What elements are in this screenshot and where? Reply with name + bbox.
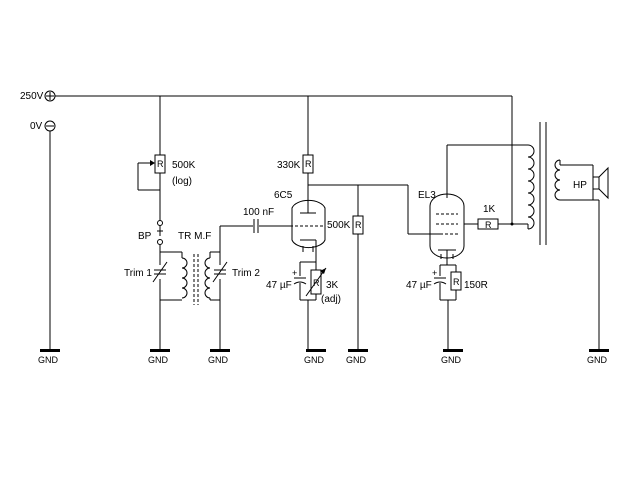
label-1k: 1K (483, 204, 496, 215)
label-330k: 330K (277, 160, 301, 171)
label-150r: 150R (464, 280, 488, 291)
label-250v: 250V (20, 91, 44, 102)
svg-text:R: R (313, 278, 320, 288)
label-3k-note: (adj) (321, 294, 341, 305)
power-rail-250v: 250V (20, 90, 512, 102)
switch-bp: BP (138, 220, 163, 252)
svg-text:+: + (292, 268, 297, 278)
label-0v: 0V (30, 121, 43, 132)
label-trim1: Trim 1 (124, 268, 152, 279)
gnd-grid-leak: GND (346, 349, 368, 365)
interstage-network: R 500K (308, 184, 440, 350)
svg-text:GND: GND (38, 355, 59, 365)
label-hp: HP (573, 180, 587, 191)
svg-text:R: R (305, 159, 312, 169)
ground-symbols: GND GND GND GND GND GND GND (38, 349, 609, 365)
speaker-hp: HP (573, 165, 609, 350)
gnd-trim2: GND (208, 349, 230, 365)
label-trmf: TR M.F (178, 231, 211, 242)
gnd-speaker: GND (587, 349, 609, 365)
output-transformer (527, 122, 593, 245)
svg-text:R: R (157, 159, 164, 169)
svg-text:R: R (355, 220, 362, 230)
svg-text:+: + (432, 268, 437, 278)
gnd-6c5: GND (304, 349, 326, 365)
svg-text:GND: GND (441, 355, 462, 365)
label-6c5: 6C5 (274, 190, 293, 201)
gnd-0v: GND (38, 349, 60, 365)
label-47uf-a: 47 µF (266, 280, 292, 291)
pot-value: 500K (172, 160, 196, 171)
label-el3: EL3 (418, 190, 436, 201)
svg-text:GND: GND (208, 355, 229, 365)
pot-note: (log) (172, 176, 192, 187)
label-trim2: Trim 2 (232, 268, 260, 279)
label-500k: 500K (327, 220, 351, 231)
if-transformer: TR M.F Trim 1 Trim 2 (124, 226, 260, 350)
svg-text:R: R (453, 277, 460, 287)
gnd-volume: GND (148, 349, 170, 365)
power-rail-0v: 0V (30, 120, 56, 350)
potentiometer-500k-log: R 500K (log) (137, 96, 196, 220)
svg-text:GND: GND (304, 355, 325, 365)
label-bp: BP (138, 231, 152, 242)
label-100nf: 100 nF (243, 207, 274, 218)
label-3k: 3K (326, 280, 339, 291)
svg-text:GND: GND (346, 355, 367, 365)
svg-text:GND: GND (148, 355, 169, 365)
gnd-el3: GND (441, 349, 463, 365)
tube-el3: EL3 R 1K + R 47 µF 150R (406, 96, 528, 350)
capacitor-100nf: 100 nF (220, 207, 290, 233)
label-47uf-b: 47 µF (406, 280, 432, 291)
svg-text:R: R (485, 220, 492, 230)
tube-6c5: R 330K 6C5 + R 47 µF 3K (adj) (266, 96, 341, 350)
svg-text:GND: GND (587, 355, 608, 365)
